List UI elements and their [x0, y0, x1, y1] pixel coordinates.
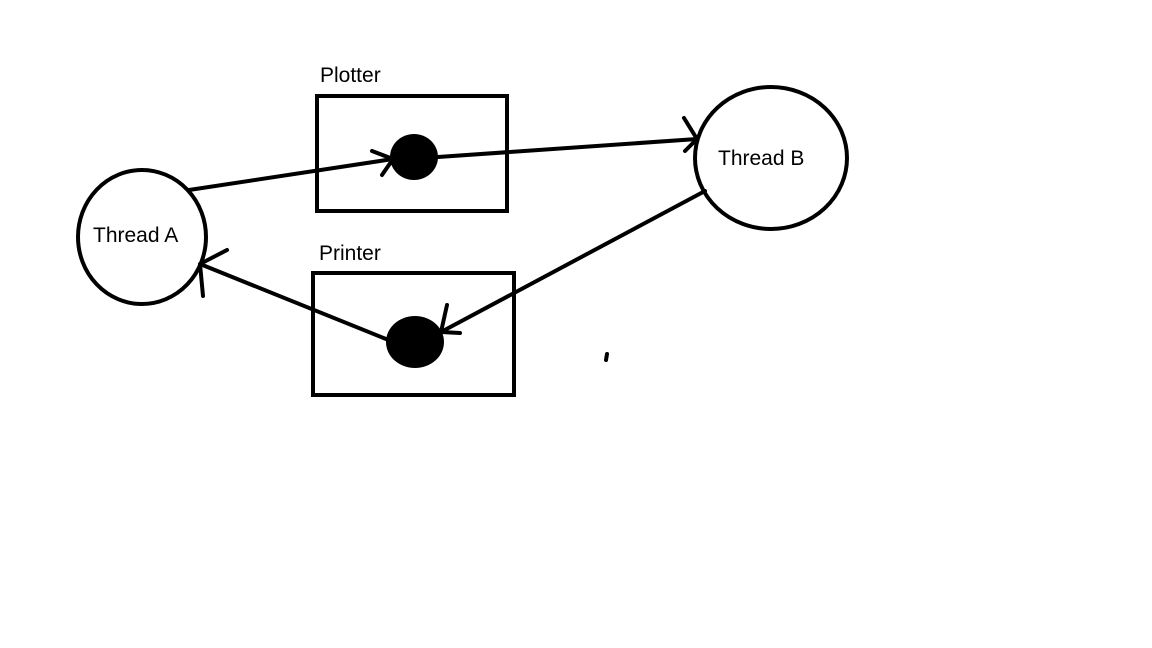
edge-line [187, 157, 395, 192]
plotter-resource: Plotter [315, 64, 509, 213]
thread-a-node: Thread A [76, 168, 208, 306]
plotter-label: Plotter [320, 64, 381, 87]
plotter-instance-dot [390, 134, 438, 180]
thread-b-label: Thread B [718, 147, 804, 170]
printer-instance-dot [386, 316, 444, 368]
arrowhead-icon [198, 248, 229, 298]
stray-mark [604, 352, 609, 362]
thread-a-label: Thread A [93, 224, 178, 247]
edge-printer-to-thread-a [198, 248, 388, 341]
edge-plotter-to-thread-b [436, 116, 699, 159]
printer-label: Printer [319, 242, 381, 265]
edge-line [198, 262, 388, 341]
printer-box [311, 271, 516, 397]
edge-line [436, 137, 699, 159]
arrowhead-icon [370, 149, 395, 177]
arrowhead-icon [439, 303, 462, 335]
arrowhead-icon [682, 116, 699, 153]
thread-b-node: Thread B [693, 85, 849, 231]
edge-line [439, 189, 707, 334]
thread-a-circle [76, 168, 208, 306]
edge-thread-a-to-plotter [187, 149, 395, 192]
printer-resource: Printer [311, 242, 516, 397]
thread-b-circle [693, 85, 849, 231]
edge-thread-b-to-printer [439, 189, 707, 335]
